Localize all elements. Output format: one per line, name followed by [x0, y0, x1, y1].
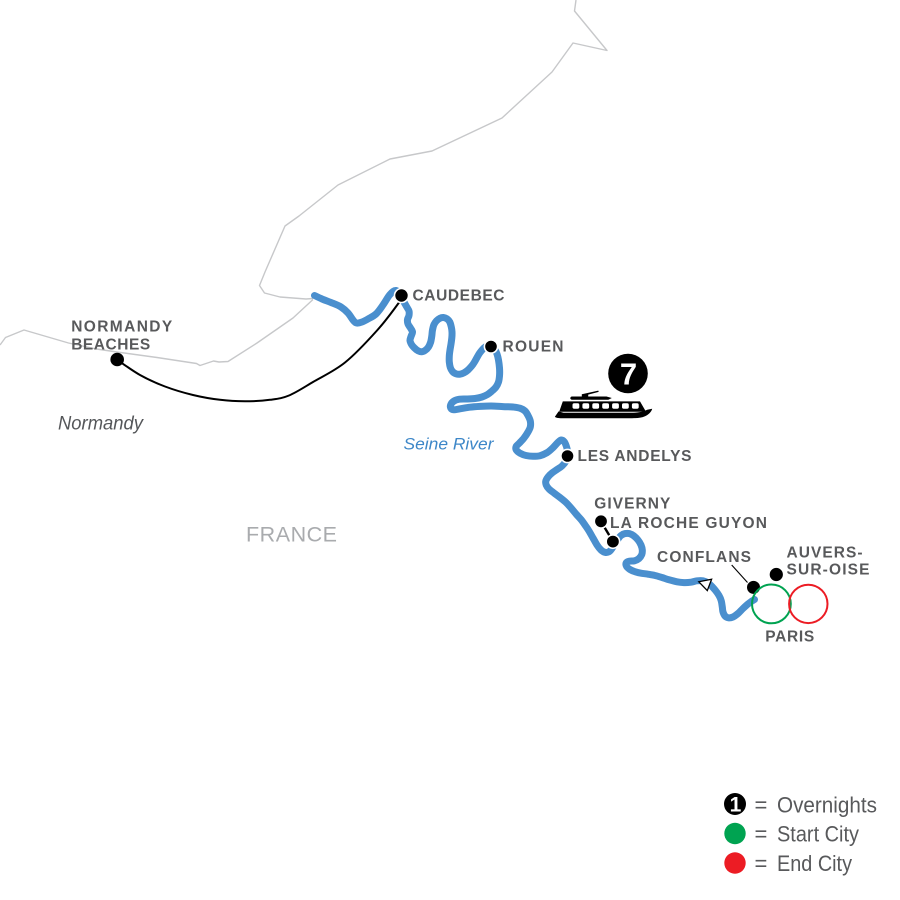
svg-text:=: = — [755, 851, 768, 876]
svg-text:=: = — [755, 822, 768, 847]
svg-text:LA ROCHE GUYON: LA ROCHE GUYON — [610, 515, 767, 532]
svg-text:LES ANDELYS: LES ANDELYS — [578, 448, 692, 465]
svg-text:7: 7 — [620, 357, 637, 392]
svg-text:CAUDEBEC: CAUDEBEC — [413, 288, 505, 305]
svg-text:CONFLANS: CONFLANS — [657, 549, 751, 566]
svg-text:1: 1 — [730, 794, 742, 817]
svg-text:=: = — [755, 792, 768, 817]
svg-text:AUVERS-: AUVERS- — [787, 545, 863, 562]
svg-text:NORMANDY: NORMANDY — [71, 319, 173, 336]
svg-text:FRANCE: FRANCE — [246, 523, 337, 547]
svg-text:ROUEN: ROUEN — [503, 339, 564, 356]
svg-text:Overnights: Overnights — [777, 792, 877, 817]
svg-text:PARIS: PARIS — [765, 629, 814, 646]
svg-text:Start City: Start City — [777, 822, 859, 847]
svg-text:Seine River: Seine River — [404, 435, 496, 453]
svg-text:End City: End City — [777, 851, 852, 876]
svg-text:Normandy: Normandy — [58, 412, 144, 434]
svg-text:GIVERNY: GIVERNY — [594, 496, 671, 513]
svg-text:BEACHES: BEACHES — [71, 337, 150, 354]
